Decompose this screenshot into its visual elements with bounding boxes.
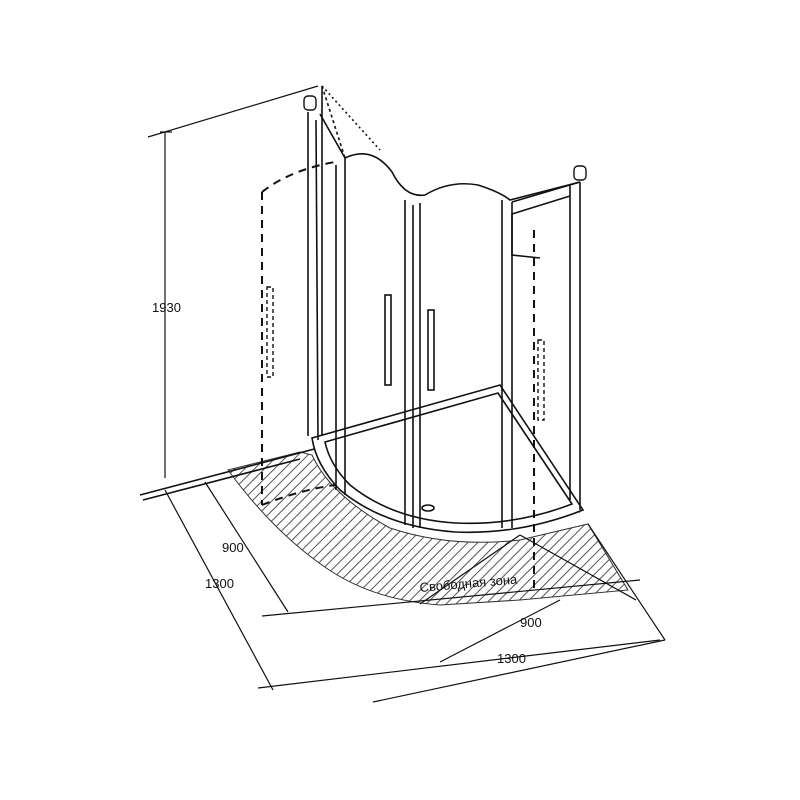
depth-outer-label: 1300 [205,576,234,591]
shower-tray [311,384,585,534]
depth-dimensions [164,481,666,703]
height-dimension [147,85,319,478]
door-swing-paths [261,161,535,590]
width-outer-label: 1300 [497,651,526,666]
free-zone-area [227,451,629,606]
corner-caps [303,95,587,181]
sliding-door-left [384,200,414,528]
height-label: 1930 [152,300,181,315]
width-dimensions [419,523,666,663]
right-side-panel [501,181,581,528]
width-inner-label: 900 [520,615,542,630]
sliding-door-right [419,203,435,528]
back-panel [307,85,581,495]
door-handle-ghosts [266,286,545,421]
depth-inner-label: 900 [222,540,244,555]
